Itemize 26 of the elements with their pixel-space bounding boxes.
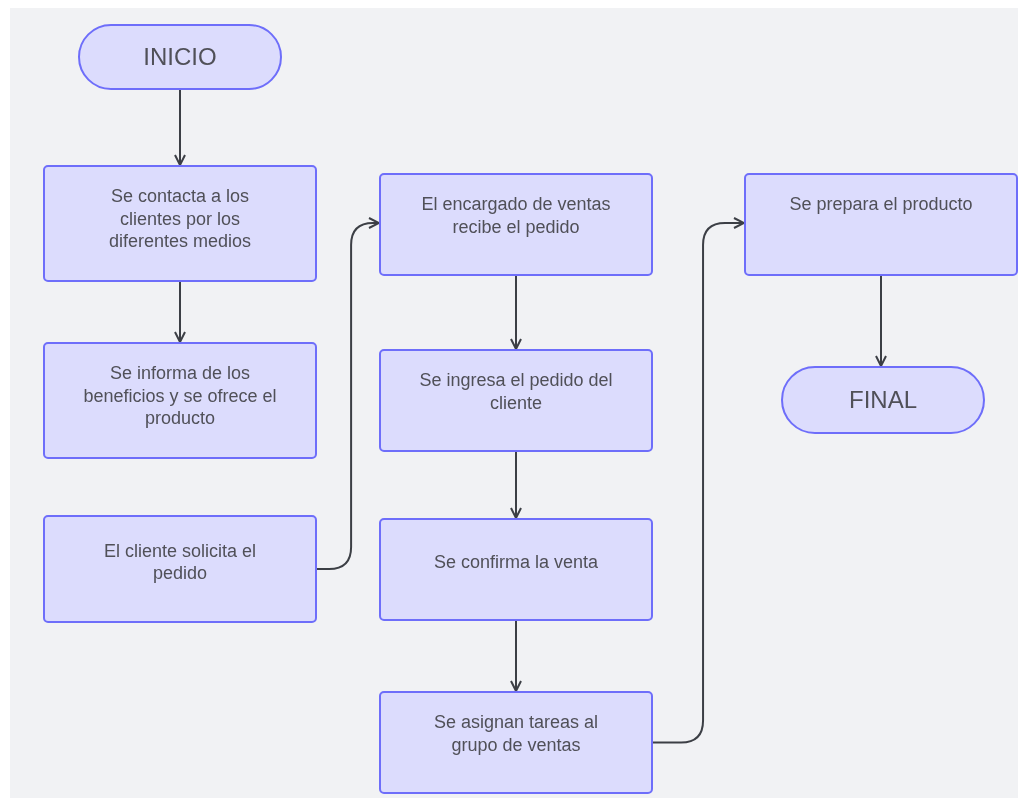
node-label: El encargado de ventas recibe el pedido [420,193,612,238]
process-box [379,349,653,452]
node-label: FINAL [849,385,917,415]
process-box [379,691,653,794]
node-label: Se ingresa el pedido del cliente [418,369,614,414]
process-box [43,342,317,459]
node-label: Se prepara el producto [789,193,973,216]
node-label: INICIO [143,42,217,72]
process-box [43,515,317,623]
arrow [174,89,186,166]
arrow [174,281,186,343]
arrow [875,275,887,367]
node-label: Se informa de los beneficios y se ofrece el producto [82,362,278,430]
process-box [379,518,653,621]
process-box [43,165,317,282]
process-box [744,173,1018,276]
arrow [510,275,522,350]
arrow [510,620,522,692]
arrow [652,217,745,744]
process-box [379,173,653,276]
node-label: Se confirma la venta [433,551,599,574]
node-label: Se asignan tareas al grupo de ventas [432,711,600,756]
arrow [510,451,522,519]
node-label: Se contacta a los clientes por los diferentes medios [107,185,253,253]
node-label: El cliente solicita el pedido [102,539,258,585]
arrow [316,217,380,570]
